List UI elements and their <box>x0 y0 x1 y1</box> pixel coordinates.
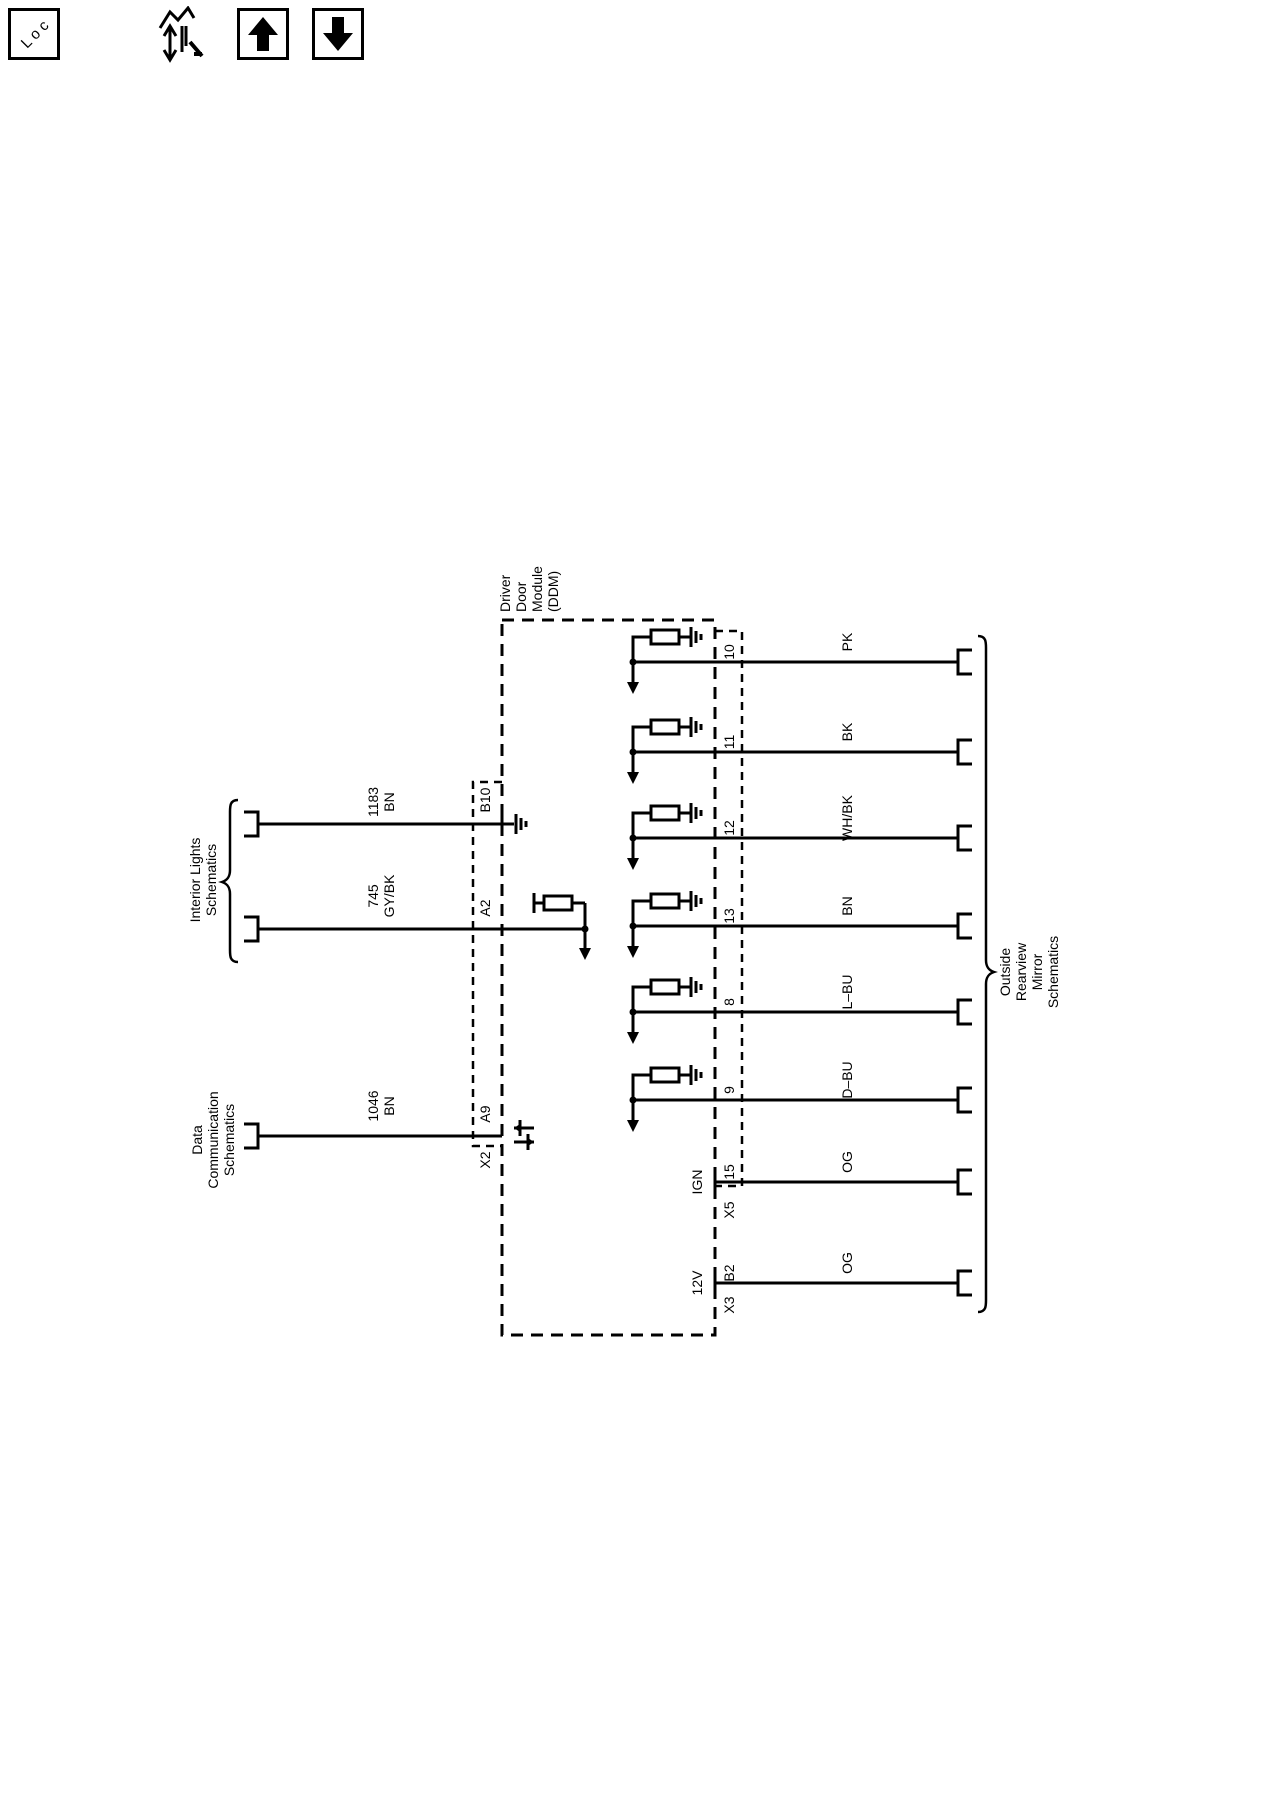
left-connector-1046 <box>244 1122 260 1150</box>
pin-8: 8 <box>721 998 737 1006</box>
svg-text:Schematics: Schematics <box>1045 936 1061 1008</box>
connector-x3: X3 <box>721 1296 737 1313</box>
circuit-1183-number: 1183 <box>365 787 381 817</box>
svg-text:Communication: Communication <box>205 1091 221 1188</box>
driver-door-module-box <box>500 618 717 1337</box>
wire-color-4: BN <box>839 896 855 915</box>
wire-color-5: L–BU <box>839 974 855 1009</box>
arrow-down-icon <box>323 17 353 51</box>
svg-text:Outside: Outside <box>997 948 1013 996</box>
resistor-6 <box>649 1066 681 1084</box>
data-communication-ref-label: Data Communication Schematics <box>189 1091 237 1188</box>
junction-dot-5 <box>629 1008 637 1016</box>
pin-a9: A9 <box>477 1105 493 1122</box>
pulldown-stub-3 <box>631 803 703 860</box>
pin-10: 10 <box>721 644 737 660</box>
component-view-button[interactable] <box>156 6 210 64</box>
x5-connector-box <box>715 629 744 1188</box>
page-up-button[interactable] <box>237 8 289 60</box>
interior-lights-ref-label: Interior Lights Schematics <box>187 838 219 923</box>
resistor-2 <box>649 718 681 736</box>
svg-text:Module: Module <box>529 566 545 612</box>
pin-a2: A2 <box>477 899 493 916</box>
input-arrow-3 <box>627 858 639 870</box>
location-icon: L o c <box>18 17 53 52</box>
wire-color-8: OG <box>839 1252 855 1274</box>
outside-mirror-ref-label: Outside Rearview Mirror Schematics <box>997 936 1061 1008</box>
pin-13: 13 <box>721 908 737 924</box>
wire-color-2: BK <box>839 722 855 741</box>
input-arrow-2 <box>627 772 639 784</box>
svg-text:Schematics: Schematics <box>221 1104 237 1176</box>
circuit-1183-color: BN <box>381 792 397 811</box>
x2-connector-box <box>471 780 502 1148</box>
circuit-745-color: GY/BK <box>381 874 397 917</box>
connector-x5: X5 <box>721 1201 737 1218</box>
pulldown-stub-4 <box>631 891 703 948</box>
left-connector-1183 <box>244 810 260 838</box>
connector-labels: IGN X5 12V X3 <box>689 1170 737 1314</box>
pin-11: 11 <box>721 735 737 750</box>
svg-text:Rearview: Rearview <box>1013 942 1029 1001</box>
circuit-745-number: 745 <box>365 884 381 908</box>
svg-text:(DDM): (DDM) <box>545 571 561 612</box>
module-label: Driver Door Module (DDM) <box>497 566 561 612</box>
circuit-1046-color: BN <box>381 1096 397 1115</box>
connector-x2: X2 <box>477 1151 493 1168</box>
left-connector-745 <box>244 915 260 943</box>
pulldown-stub-5 <box>631 977 703 1034</box>
resistor-3 <box>649 804 681 822</box>
junction-dot-2 <box>629 748 637 756</box>
v12-label: 12V <box>689 1270 705 1296</box>
pulldown-stub-2 <box>631 717 703 774</box>
input-arrow-6 <box>627 1120 639 1132</box>
input-arrow-1 <box>627 682 639 694</box>
pin-15: 15 <box>721 1164 737 1180</box>
location-button[interactable]: L o c <box>8 8 60 60</box>
pin-12: 12 <box>721 820 737 836</box>
svg-text:Schematics: Schematics <box>203 844 219 916</box>
input-arrow-5 <box>627 1032 639 1044</box>
wire-color-3: WH/BK <box>839 794 855 841</box>
svg-text:Mirror: Mirror <box>1029 953 1045 990</box>
wire-color-6: D–BU <box>839 1061 855 1098</box>
pulldown-stub-6 <box>631 1065 703 1122</box>
wire-color-7: OG <box>839 1151 855 1173</box>
left-circuit-labels: 1183 BN 745 GY/BK 1046 BN B10 A2 A9 X2 <box>365 787 493 1169</box>
junction-dot-1 <box>629 658 637 666</box>
junction-dot-6 <box>629 1096 637 1104</box>
svg-text:Data: Data <box>189 1125 205 1155</box>
arrow-up-icon <box>248 17 278 51</box>
svg-text:Interior Lights: Interior Lights <box>187 838 203 923</box>
input-arrow-4 <box>627 946 639 958</box>
ign-label: IGN <box>689 1170 705 1195</box>
page-down-button[interactable] <box>312 8 364 60</box>
resistor-4 <box>649 892 681 910</box>
resistor-5 <box>649 978 681 996</box>
junction-dot-3 <box>629 834 637 842</box>
pulldown-stub-1 <box>631 627 703 684</box>
svg-text:Door: Door <box>513 581 529 612</box>
component-icon <box>158 6 204 63</box>
junction-dot-a2 <box>581 925 589 933</box>
pin-b10: B10 <box>477 787 493 812</box>
pin-b2: B2 <box>721 1264 737 1281</box>
wire-color-1: PK <box>839 632 855 651</box>
pin-9: 9 <box>721 1086 737 1094</box>
circuit-1046-number: 1046 <box>365 1090 381 1121</box>
junction-dot-4 <box>629 922 637 930</box>
resistor-1 <box>649 628 681 646</box>
svg-text:Driver: Driver <box>497 574 513 612</box>
